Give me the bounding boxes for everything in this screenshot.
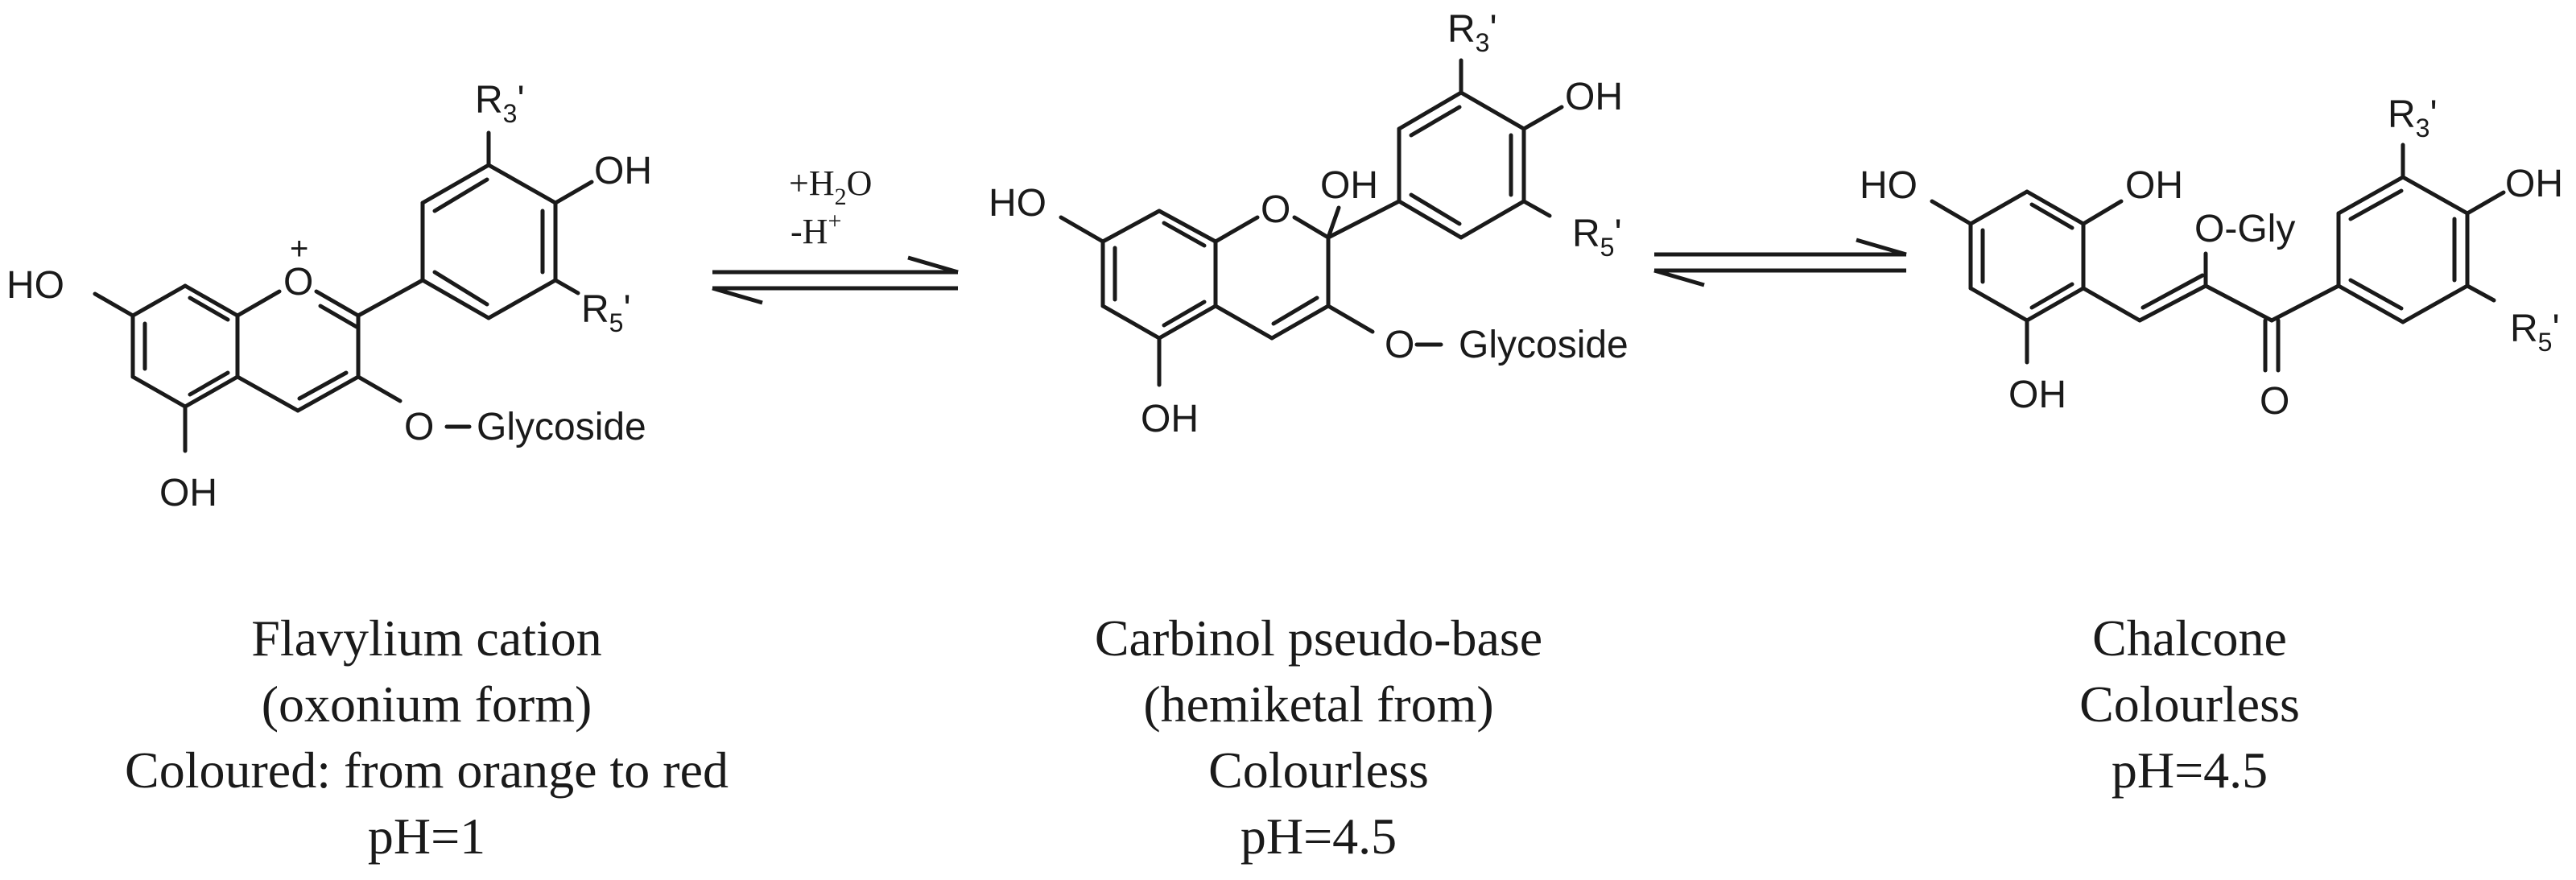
equilibrium-arrow-1 [712, 255, 959, 305]
ho-label: HO [989, 182, 1046, 225]
caption-line: pH=4.5 [1240, 808, 1397, 865]
caption-line: (hemiketal from) [1143, 675, 1494, 733]
flavylium-caption: Flavylium cation (oxonium form) Coloured… [24, 605, 829, 870]
proton-loss-label: -H+ [791, 208, 841, 251]
chalcone-caption: Chalcone Colourless pH=4.5 [1787, 605, 2576, 804]
oh-label: OH [1565, 76, 1623, 118]
oh-label: OH [159, 472, 217, 514]
positive-charge: + [290, 231, 308, 266]
flavylium-cation-structure: HO OH O + O Glycoside OH R3' R5' [6, 79, 652, 514]
oxygen-label: O [1385, 324, 1414, 366]
carbinol-pseudo-base-structure: HO OH O OH O Glycoside OH R3' R5' [989, 8, 1629, 440]
oh-label: OH [2505, 163, 2563, 205]
r3-prime-label: R3' [2388, 93, 2438, 143]
ho-label: HO [1860, 164, 1918, 207]
r3-prime-label: R3' [1447, 8, 1497, 57]
ring-oxygen-label: O [1261, 188, 1290, 231]
chalcone-structure: HO OH OH O-Gly O OH R3' R5' [1860, 93, 2563, 423]
oh-label: OH [2125, 164, 2183, 207]
oh-label: OH [594, 150, 652, 192]
oxygen-label: O [404, 406, 434, 448]
carbinol-caption: Carbinol pseudo-base (hemiketal from) Co… [916, 605, 1721, 870]
caption-line: (oxonium form) [261, 675, 592, 733]
ho-label: HO [6, 264, 64, 307]
caption-line: Flavylium cation [251, 609, 602, 667]
o-gly-label: O-Gly [2194, 208, 2295, 250]
carbonyl-oxygen-label: O [2260, 380, 2289, 423]
caption-line: Colourless [1208, 742, 1429, 799]
ring-oxygen-label: O [283, 261, 313, 304]
r5-prime-label: R5' [581, 288, 631, 337]
r5-prime-label: R5' [1572, 213, 1622, 262]
r3-prime-label: R3' [475, 79, 525, 128]
caption-line: pH=4.5 [2111, 742, 2268, 799]
oh-label: OH [2008, 374, 2066, 416]
glycoside-label: Glycoside [477, 406, 646, 448]
caption-line: Coloured: from orange to red [125, 742, 729, 799]
glycoside-label: Glycoside [1459, 324, 1629, 366]
caption-line: Chalcone [2092, 609, 2287, 667]
equilibrium-arrow-2 [1653, 238, 1907, 287]
r5-prime-label: R5' [2510, 308, 2560, 357]
caption-line: pH=1 [367, 808, 486, 865]
caption-line: Carbinol pseudo-base [1094, 609, 1543, 667]
water-addition-label: +H2O [789, 163, 872, 210]
oh-label: OH [1141, 398, 1199, 440]
oh-label: OH [1320, 164, 1378, 207]
caption-line: Colourless [2079, 675, 2300, 733]
